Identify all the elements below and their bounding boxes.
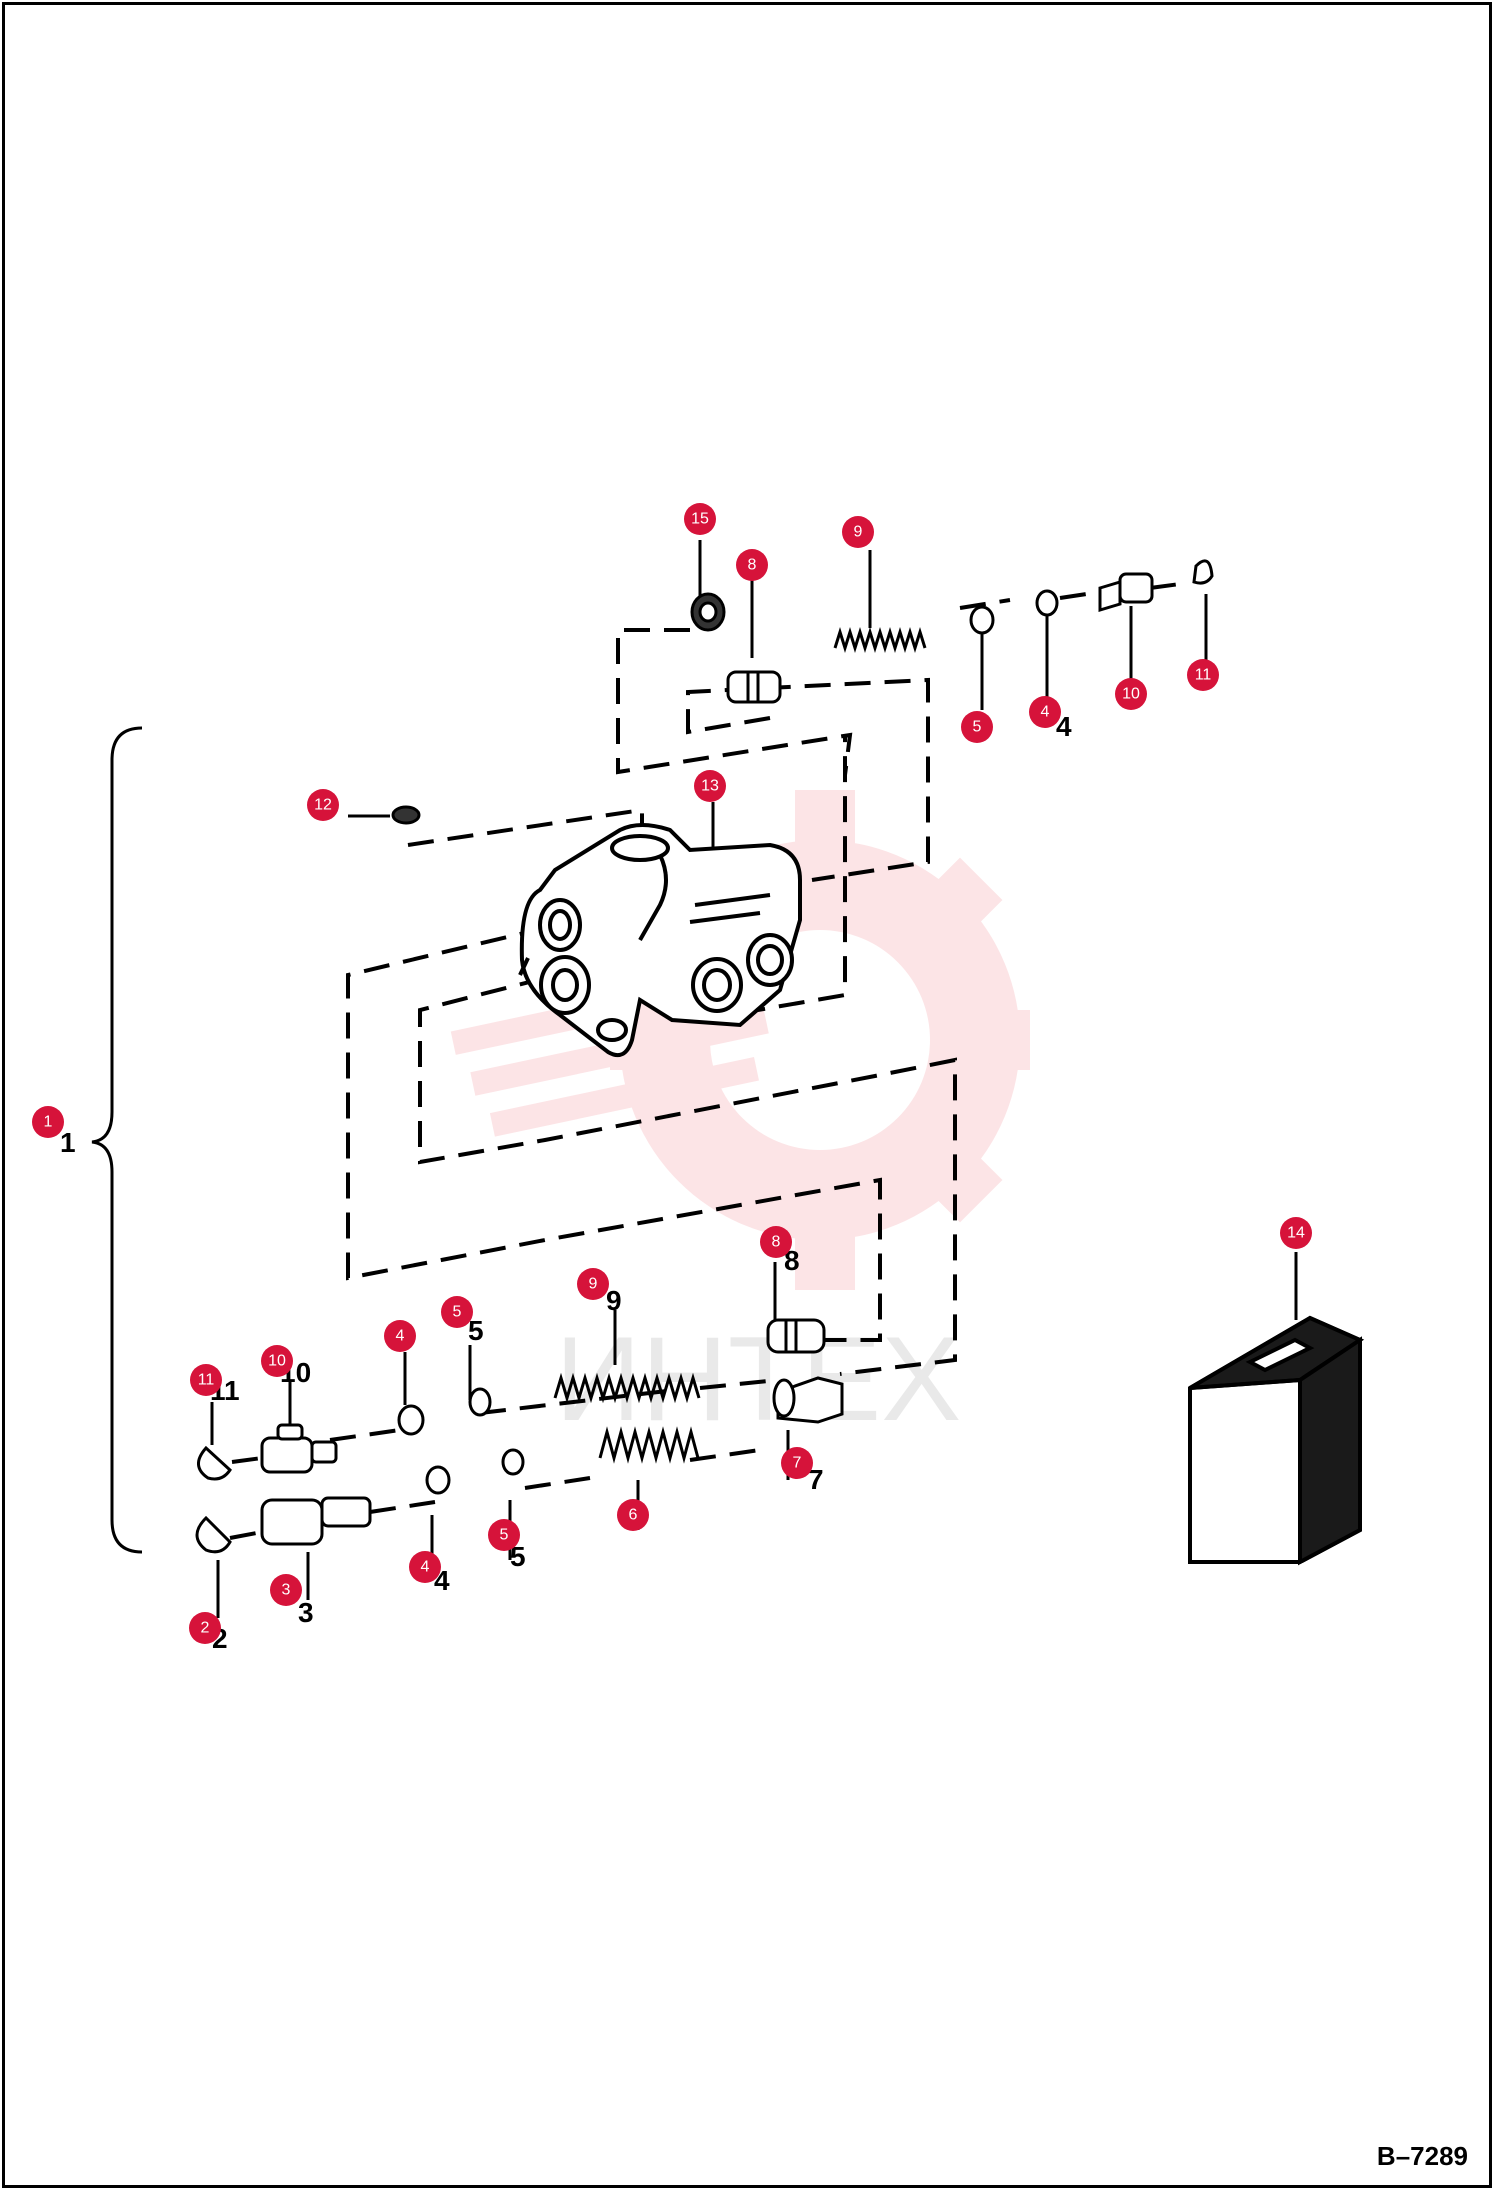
callout-4-mid[interactable]: 4 (384, 1320, 416, 1352)
svg-text:8: 8 (748, 557, 757, 574)
svg-text:3: 3 (298, 1597, 314, 1628)
svg-text:9: 9 (854, 524, 863, 541)
callout-11-upper[interactable]: 11 (1187, 659, 1219, 691)
lower-parts (195, 1318, 844, 1554)
callout-1[interactable]: 1 (32, 1106, 64, 1138)
svg-text:5: 5 (510, 1541, 526, 1572)
callout-4-lower[interactable]: 4 (409, 1551, 441, 1583)
callout-5-mid[interactable]: 5 (441, 1296, 473, 1328)
svg-text:8: 8 (784, 1245, 800, 1276)
svg-text:5: 5 (500, 1527, 509, 1544)
svg-text:10: 10 (1122, 686, 1140, 703)
callout-3[interactable]: 3 (270, 1574, 302, 1606)
drawing-code: B–7289 (1376, 2141, 1468, 2171)
callout-11-lower[interactable]: 11 (190, 1364, 222, 1396)
callout-10-upper[interactable]: 10 (1115, 678, 1147, 710)
svg-text:4: 4 (1056, 711, 1072, 742)
svg-text:1: 1 (60, 1127, 76, 1158)
svg-text:8: 8 (772, 1234, 781, 1251)
callout-12[interactable]: 12 (307, 789, 339, 821)
svg-text:1: 1 (44, 1114, 53, 1131)
assembly-bracket (91, 726, 143, 1554)
svg-text:14: 14 (1287, 1225, 1305, 1242)
svg-text:9: 9 (606, 1285, 622, 1316)
seal-kit-box (1188, 1315, 1365, 1566)
callouts: 1 2 3 4 4 4 5 5 5 6 7 8 8 9 9 10 10 11 1… (32, 503, 1312, 1644)
callout-13[interactable]: 13 (694, 770, 726, 802)
svg-text:5: 5 (453, 1304, 462, 1321)
callout-9-lower[interactable]: 9 (577, 1268, 609, 1300)
callout-4-upper[interactable]: 4 (1029, 696, 1061, 728)
svg-text:3: 3 (282, 1582, 291, 1599)
svg-text:4: 4 (1041, 704, 1050, 721)
callout-7[interactable]: 7 (781, 1447, 813, 1479)
svg-text:11: 11 (1195, 667, 1212, 684)
svg-text:15: 15 (691, 511, 709, 528)
callout-8-lower[interactable]: 8 (760, 1226, 792, 1258)
callout-2[interactable]: 2 (189, 1612, 221, 1644)
svg-text:11: 11 (198, 1372, 215, 1389)
callout-15[interactable]: 15 (684, 503, 716, 535)
upper-parts (391, 559, 1214, 825)
svg-text:9: 9 (589, 1276, 598, 1293)
svg-text:7: 7 (808, 1464, 824, 1495)
callout-5-lower[interactable]: 5 (488, 1519, 520, 1551)
callout-10-lower[interactable]: 10 (261, 1345, 293, 1377)
callout-5-upper[interactable]: 5 (961, 711, 993, 743)
svg-text:13: 13 (701, 778, 719, 795)
svg-text:4: 4 (396, 1328, 405, 1345)
callout-6[interactable]: 6 (617, 1499, 649, 1531)
callout-14[interactable]: 14 (1280, 1217, 1312, 1249)
valve-body (518, 823, 802, 1057)
svg-text:2: 2 (201, 1620, 210, 1637)
svg-text:6: 6 (629, 1507, 638, 1524)
callout-9-upper[interactable]: 9 (842, 516, 874, 548)
svg-text:10: 10 (268, 1353, 286, 1370)
svg-text:12: 12 (314, 797, 332, 814)
svg-text:4: 4 (421, 1559, 430, 1576)
svg-text:5: 5 (973, 719, 982, 736)
svg-text:5: 5 (468, 1315, 484, 1346)
svg-text:7: 7 (793, 1455, 802, 1472)
callout-8-upper[interactable]: 8 (736, 549, 768, 581)
